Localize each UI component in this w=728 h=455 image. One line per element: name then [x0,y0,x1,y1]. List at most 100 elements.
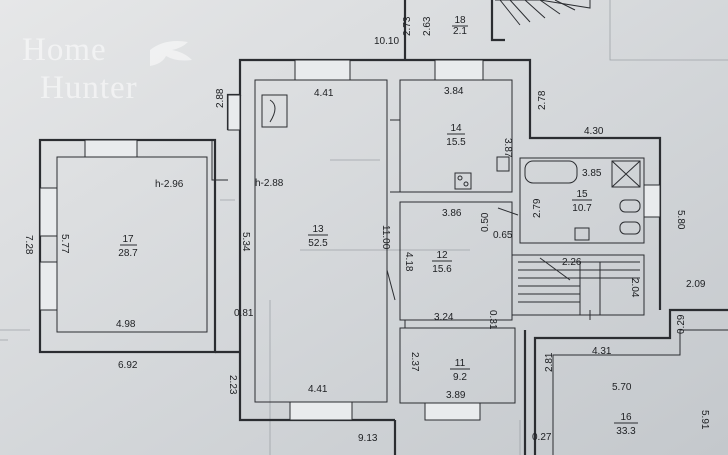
wall-top-right [495,0,591,9]
wall-room18 [403,0,505,60]
dim-5-70: 5.70 [612,382,632,393]
window-room15-right [643,184,661,218]
room-12-area: 15.6 [432,264,452,275]
room-16-area: 33.3 [616,426,636,437]
fireplace-arc [269,99,276,123]
dim-0-27: 0.27 [532,432,552,443]
dim-0-50: 0.50 [480,212,491,232]
dim-0-31: 0.31 [487,310,498,330]
washbasin-icon [574,227,590,241]
dim-10-10: 10.10 [374,36,399,47]
dim-2-37: 2.37 [409,352,420,372]
bidet-icon [619,221,641,235]
watermark-line2: Hunter [40,70,138,106]
dim-2-81: 2.81 [544,352,555,372]
room-16-id: 16 [620,412,632,423]
fireplace-icon [261,94,288,128]
stove-burner-icon-2 [463,181,469,187]
room-11-id: 11 [455,358,466,369]
wall-room17-step [211,140,228,181]
room-labels: 17 28.7 13 52.5 14 15.5 15 10.7 12 15.6 … [118,15,638,437]
bathtub-icon [524,160,578,184]
stairs-block [511,254,645,316]
dim-3-87: 3.87 [502,138,513,158]
shower-cross [611,160,641,188]
window-room17-left-lower [39,261,58,311]
room-14-area: 15.5 [446,137,466,148]
home-hunter-watermark: Home Hunter [22,32,192,106]
dim-7-28: 7.28 [23,235,34,255]
window-room13-left [227,94,241,131]
room-12-id: 12 [436,250,448,261]
dim-3-89: 3.89 [446,390,466,401]
dim-6-92: 6.92 [118,360,138,371]
dim-3-24: 3.24 [434,312,454,323]
dim-5-80: 5.80 [675,210,686,230]
window-room11-bottom [424,402,481,421]
room-11-area: 9.2 [453,372,467,383]
dim-3-84: 3.84 [444,86,464,97]
stairs-arrow [539,257,571,281]
stove-burner-icon [457,175,463,181]
room-17-height: h-2.96 [155,179,184,190]
dim-4-41-top: 4.41 [314,88,334,99]
dim-2-26: 2.26 [562,257,582,268]
dim-2-23: 2.23 [227,375,238,395]
room-18-id: 18 [454,15,466,26]
room-13-id: 13 [312,224,324,235]
room-13-height: h-2.88 [255,178,284,189]
window-room14-top [434,59,484,81]
dim-9-13: 9.13 [358,433,378,444]
dim-2-63: 2.63 [422,16,433,36]
dim-4-98: 4.98 [116,319,136,330]
fixtures [261,0,641,328]
dim-4-41-bottom: 4.41 [308,384,328,395]
dim-2-09: 2.09 [686,279,706,290]
room-15-area: 10.7 [572,203,592,214]
dim-0-65: 0.65 [493,230,513,241]
window-room17-top [84,139,138,158]
dim-4-30: 4.30 [584,126,604,137]
wall-room14-notch [390,119,400,193]
dim-4-31: 4.31 [592,346,612,357]
sink-icon [496,156,510,172]
room-17-area: 28.7 [118,248,138,259]
watermark-line1: Home [22,32,107,68]
stairs-icon [518,261,640,315]
wall-room11-outer [393,330,527,455]
room-13-area: 52.5 [308,238,328,249]
room-18-area: 2.1 [453,26,467,37]
dim-5-77: 5.77 [59,234,70,254]
dim-2-04: 2.04 [629,278,640,298]
dim-5-34: 5.34 [240,232,251,252]
dimension-labels: 10.10 2.73 2.63 2.88 4.41 3.84 2.78 4.30… [23,16,710,444]
room-15-id: 15 [576,189,588,200]
dim-2-78: 2.78 [537,90,548,110]
dim-4-18: 4.18 [403,252,414,272]
dim-3-86: 3.86 [442,208,462,219]
stairs-top-icon [499,0,576,26]
window-room13-bottom [289,401,353,421]
room-17-id: 17 [122,234,134,245]
window-room13-top [294,59,351,81]
dim-2-79: 2.79 [532,198,543,218]
dim-3-85: 3.85 [582,168,602,179]
windows [39,59,661,421]
wolf-logo-icon [150,41,192,66]
dim-11-00: 11.00 [380,225,391,250]
shower-icon [611,160,641,188]
wall-room16-inner [552,329,728,455]
dim-2-88: 2.88 [215,88,226,108]
toilet-icon [619,199,641,213]
window-room17-left-upper [39,187,58,237]
room-14-id: 14 [450,123,462,134]
dim-0-29: 0.29 [676,314,687,334]
dim-0-81: 0.81 [234,308,254,319]
door-marks [386,207,591,328]
dim-2-73: 2.73 [402,16,413,36]
stove-icon [454,172,472,190]
wall-room16-outer [533,308,728,455]
